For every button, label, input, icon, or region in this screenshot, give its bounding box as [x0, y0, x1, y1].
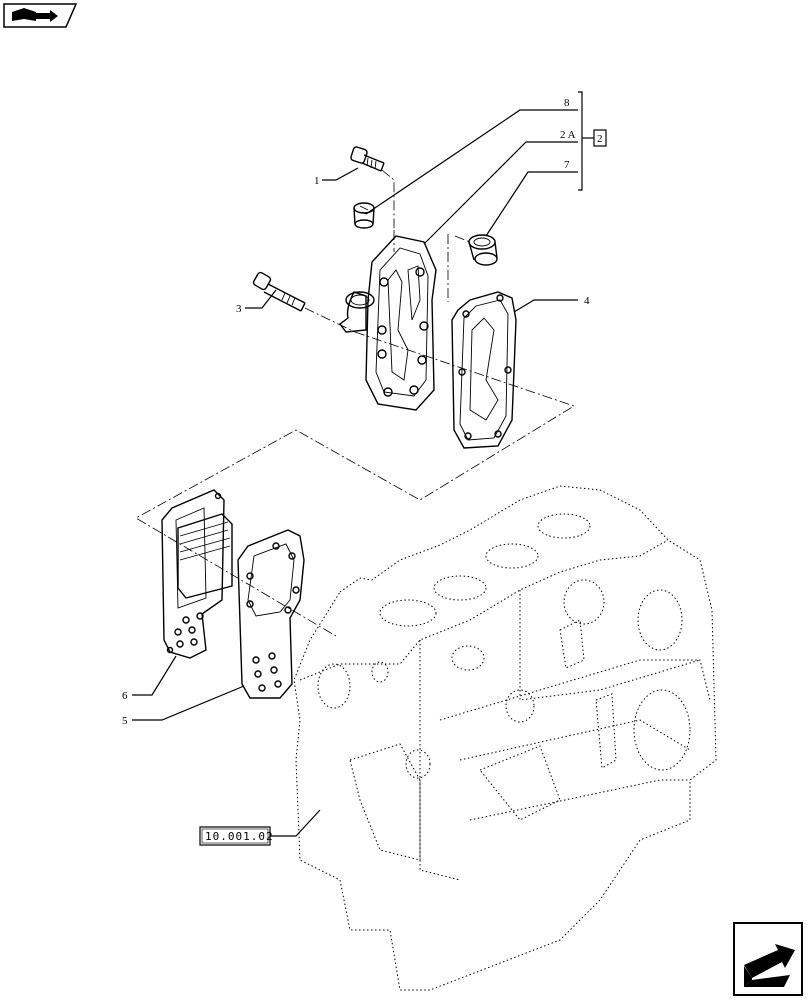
top-nav-button[interactable] — [3, 3, 78, 28]
part-8-plug — [353, 202, 375, 229]
group-ref-label: 2 — [597, 133, 603, 145]
crossref-box[interactable]: 10.001.02 — [199, 826, 274, 846]
leader-7 — [485, 171, 578, 237]
centerline-3 — [304, 307, 356, 333]
alignment-frame — [135, 331, 575, 637]
callout-8: 8 — [564, 97, 570, 109]
leader-crossref — [270, 809, 321, 837]
leader-2a — [423, 141, 578, 245]
next-page-button[interactable] — [733, 922, 803, 996]
centerline-1 — [381, 169, 395, 230]
leader-3 — [245, 289, 277, 309]
callout-3: 3 — [236, 303, 242, 315]
next-page-arrow-icon — [744, 944, 795, 987]
callout-5: 5 — [122, 715, 128, 727]
group-ref-box[interactable]: 2 — [593, 129, 607, 147]
leader-5 — [132, 685, 245, 721]
part-4-gasket — [451, 291, 517, 449]
callout-4: 4 — [584, 295, 590, 307]
part-2a-filter-head — [339, 235, 437, 411]
callout-6: 6 — [122, 690, 128, 702]
callout-7: 7 — [564, 159, 570, 171]
group-bracket — [578, 91, 583, 191]
leader-8 — [365, 109, 578, 215]
callout-1: 1 — [314, 175, 320, 187]
part-6-oil-cooler — [161, 489, 233, 659]
part-7-sleeve — [468, 234, 498, 266]
leader-4 — [513, 299, 578, 313]
part-1-bolt — [350, 146, 385, 172]
book-arrow-icon — [12, 8, 58, 22]
part-3-bolt — [252, 271, 306, 312]
centerline-7 — [454, 235, 471, 243]
leader-1 — [322, 167, 359, 181]
crossref-label: 10.001.02 — [205, 830, 274, 843]
leader-6 — [132, 655, 177, 696]
part-5-gasket — [237, 529, 305, 699]
callout-2a: 2 A — [560, 129, 576, 141]
engine-block — [293, 485, 717, 991]
